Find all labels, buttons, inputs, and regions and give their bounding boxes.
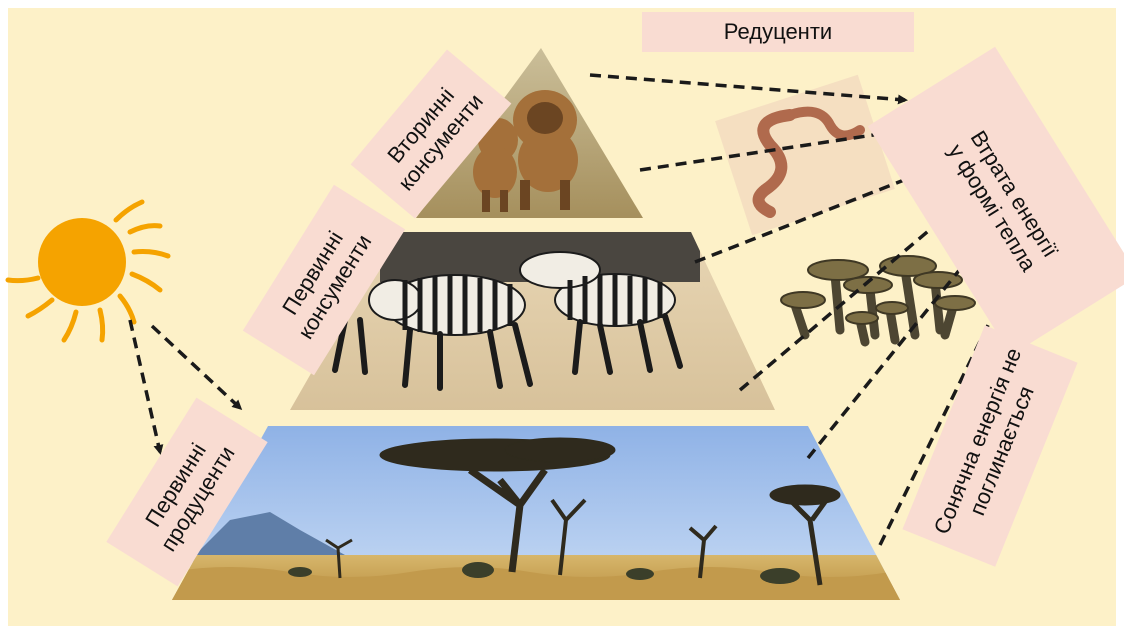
- label-decomposers: Редуценти: [642, 12, 914, 52]
- producers-tier-image: [170, 426, 910, 605]
- decomposers-text: Редуценти: [724, 19, 832, 45]
- earthworm-icon: [715, 75, 895, 235]
- heat-loss-text: Втрата енергії у формі тепла: [941, 124, 1065, 279]
- sun-icon: [8, 202, 168, 340]
